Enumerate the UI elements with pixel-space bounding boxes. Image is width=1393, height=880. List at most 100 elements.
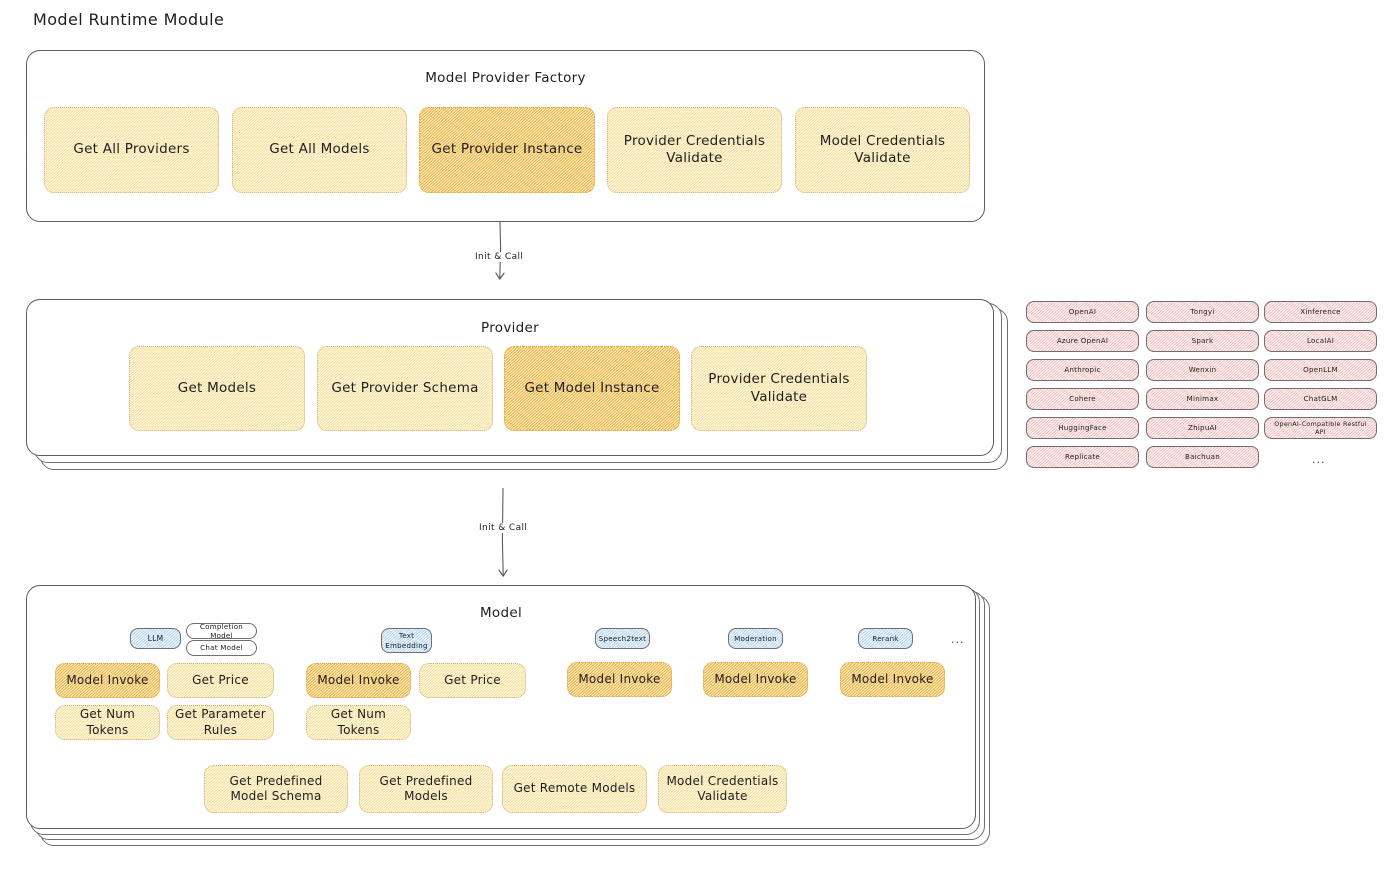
- node-model-credentials-validate[interactable]: Model Credentials Validate: [795, 107, 970, 193]
- provider-chip-xinference[interactable]: Xinference: [1264, 301, 1377, 323]
- provider-chip-azure-openai[interactable]: Azure OpenAI: [1026, 330, 1139, 352]
- method-llm-model-invoke[interactable]: Model Invoke: [55, 663, 160, 698]
- method-text-embedding-get-num-tokens[interactable]: Get Num Tokens: [306, 705, 411, 740]
- model-type-label: LLM: [147, 633, 164, 643]
- method-label: Model Invoke: [851, 671, 934, 686]
- model-type-badge-llm[interactable]: LLM: [130, 628, 181, 649]
- provider-chip-localai[interactable]: LocalAI: [1264, 330, 1377, 352]
- method-get-predefined-model-schema[interactable]: Get Predefined Model Schema: [204, 765, 348, 813]
- method-llm-get-parameter-rules[interactable]: Get Parameter Rules: [167, 705, 274, 740]
- method-label: Model Credentials Validate: [666, 773, 779, 803]
- method-llm-get-num-tokens[interactable]: Get Num Tokens: [55, 705, 160, 740]
- method-label: Get Num Tokens: [330, 707, 387, 737]
- model-type-badge-text-embedding[interactable]: Text Embedding: [381, 628, 432, 653]
- method-label: Model Invoke: [578, 671, 661, 686]
- method-label: Get Parameter Rules: [175, 707, 266, 737]
- model-type-label: Rerank: [872, 633, 899, 643]
- node-label: Get Models: [177, 379, 257, 396]
- method-label: Get Price: [192, 672, 249, 687]
- method-moderation-model-invoke[interactable]: Model Invoke: [703, 662, 808, 697]
- node-label: Get Provider Schema: [331, 379, 479, 396]
- card-title-model-provider-factory: Model Provider Factory: [425, 70, 586, 86]
- provider-chip-label: Anthropic: [1064, 365, 1101, 375]
- method-get-remote-models[interactable]: Get Remote Models: [502, 765, 647, 813]
- provider-chip-label: ZhipuAI: [1187, 423, 1218, 433]
- method-speech2text-model-invoke[interactable]: Model Invoke: [567, 662, 672, 697]
- provider-chip-label: OpenAI: [1068, 307, 1097, 317]
- node-provider-credentials-validate-2[interactable]: Provider Credentials Validate: [691, 346, 867, 431]
- method-llm-get-price[interactable]: Get Price: [167, 663, 274, 698]
- provider-chip-label: ChatGLM: [1303, 394, 1338, 404]
- model-subtype-label: Chat Model: [200, 643, 243, 653]
- node-get-model-instance[interactable]: Get Model Instance: [504, 346, 680, 431]
- provider-chip-label: Wenxin: [1188, 365, 1217, 375]
- node-label: Get All Models: [269, 141, 370, 158]
- method-label: Model Invoke: [66, 672, 149, 687]
- provider-chip-openai-compatible-restful-api[interactable]: OpenAI-Compatible Restful API: [1264, 417, 1377, 439]
- provider-chip-label: Azure OpenAI: [1056, 336, 1109, 346]
- provider-chip-zhipuai[interactable]: ZhipuAI: [1146, 417, 1259, 439]
- provider-list-ellipsis: ...: [1312, 453, 1326, 466]
- card-model: Model: [26, 585, 976, 829]
- provider-chip-minimax[interactable]: Minimax: [1146, 388, 1259, 410]
- provider-chip-chatglm[interactable]: ChatGLM: [1264, 388, 1377, 410]
- provider-chip-label: Replicate: [1064, 452, 1101, 462]
- provider-chip-replicate[interactable]: Replicate: [1026, 446, 1139, 468]
- method-label: Model Invoke: [714, 671, 797, 686]
- method-get-predefined-models[interactable]: Get Predefined Models: [359, 765, 493, 813]
- node-provider-credentials-validate[interactable]: Provider Credentials Validate: [607, 107, 782, 193]
- node-label: Model Credentials Validate: [819, 132, 946, 166]
- model-type-badge-moderation[interactable]: Moderation: [728, 628, 783, 649]
- page-title: Model Runtime Module: [33, 10, 225, 29]
- arrow-label-init-call-1: Init & Call: [472, 252, 527, 262]
- method-text-embedding-get-price[interactable]: Get Price: [419, 663, 526, 698]
- model-types-ellipsis: ...: [951, 633, 965, 646]
- provider-chip-openai[interactable]: OpenAI: [1026, 301, 1139, 323]
- provider-chip-label: Baichuan: [1185, 452, 1220, 462]
- method-text-embedding-model-invoke[interactable]: Model Invoke: [306, 663, 411, 698]
- node-label: Provider Credentials Validate: [623, 132, 766, 166]
- model-type-badge-speech2text[interactable]: Speech2text: [595, 628, 650, 649]
- provider-chip-label: HuggingFace: [1058, 423, 1107, 433]
- model-type-label: Speech2text: [598, 633, 647, 643]
- card-title-provider: Provider: [481, 320, 539, 336]
- provider-chip-label: Cohere: [1069, 394, 1096, 404]
- model-type-badge-rerank[interactable]: Rerank: [858, 628, 913, 649]
- card-title-model: Model: [479, 605, 523, 621]
- model-subtype-label: Completion Model: [199, 621, 244, 640]
- provider-chip-label: Spark: [1191, 336, 1214, 346]
- provider-chip-label: OpenAI-Compatible Restful API: [1274, 419, 1367, 436]
- node-get-all-providers[interactable]: Get All Providers: [44, 107, 219, 193]
- provider-chip-label: Xinference: [1300, 307, 1341, 317]
- method-label: Get Price: [444, 672, 501, 687]
- provider-chip-spark[interactable]: Spark: [1146, 330, 1259, 352]
- provider-chip-label: OpenLLM: [1303, 365, 1338, 375]
- provider-chip-anthropic[interactable]: Anthropic: [1026, 359, 1139, 381]
- provider-chip-wenxin[interactable]: Wenxin: [1146, 359, 1259, 381]
- provider-chip-huggingface[interactable]: HuggingFace: [1026, 417, 1139, 439]
- provider-chip-cohere[interactable]: Cohere: [1026, 388, 1139, 410]
- provider-chip-tongyi[interactable]: Tongyi: [1146, 301, 1259, 323]
- provider-chip-label: Tongyi: [1190, 307, 1215, 317]
- method-label: Model Invoke: [317, 672, 400, 687]
- node-label: Get Provider Instance: [431, 141, 583, 158]
- method-model-credentials-validate[interactable]: Model Credentials Validate: [658, 765, 787, 813]
- provider-chip-label: Minimax: [1186, 394, 1219, 404]
- method-label: Get Predefined Models: [379, 773, 473, 803]
- method-label: Get Num Tokens: [79, 707, 136, 737]
- node-get-all-models[interactable]: Get All Models: [232, 107, 407, 193]
- provider-chip-baichuan[interactable]: Baichuan: [1146, 446, 1259, 468]
- model-type-label: Text Embedding: [385, 631, 428, 650]
- node-get-provider-schema[interactable]: Get Provider Schema: [317, 346, 493, 431]
- provider-chip-openllm[interactable]: OpenLLM: [1264, 359, 1377, 381]
- method-rerank-model-invoke[interactable]: Model Invoke: [840, 662, 945, 697]
- model-subtype-badge-completion-model[interactable]: Completion Model: [186, 621, 257, 640]
- node-label: Get Model Instance: [524, 379, 660, 396]
- node-get-models[interactable]: Get Models: [129, 346, 305, 431]
- node-get-provider-instance[interactable]: Get Provider Instance: [419, 107, 595, 193]
- method-label: Get Predefined Model Schema: [229, 773, 323, 803]
- arrow-factory-to-provider: [500, 221, 501, 278]
- arrow-label-init-call-2: Init & Call: [476, 523, 531, 533]
- model-subtype-badge-chat-model[interactable]: Chat Model: [186, 640, 257, 656]
